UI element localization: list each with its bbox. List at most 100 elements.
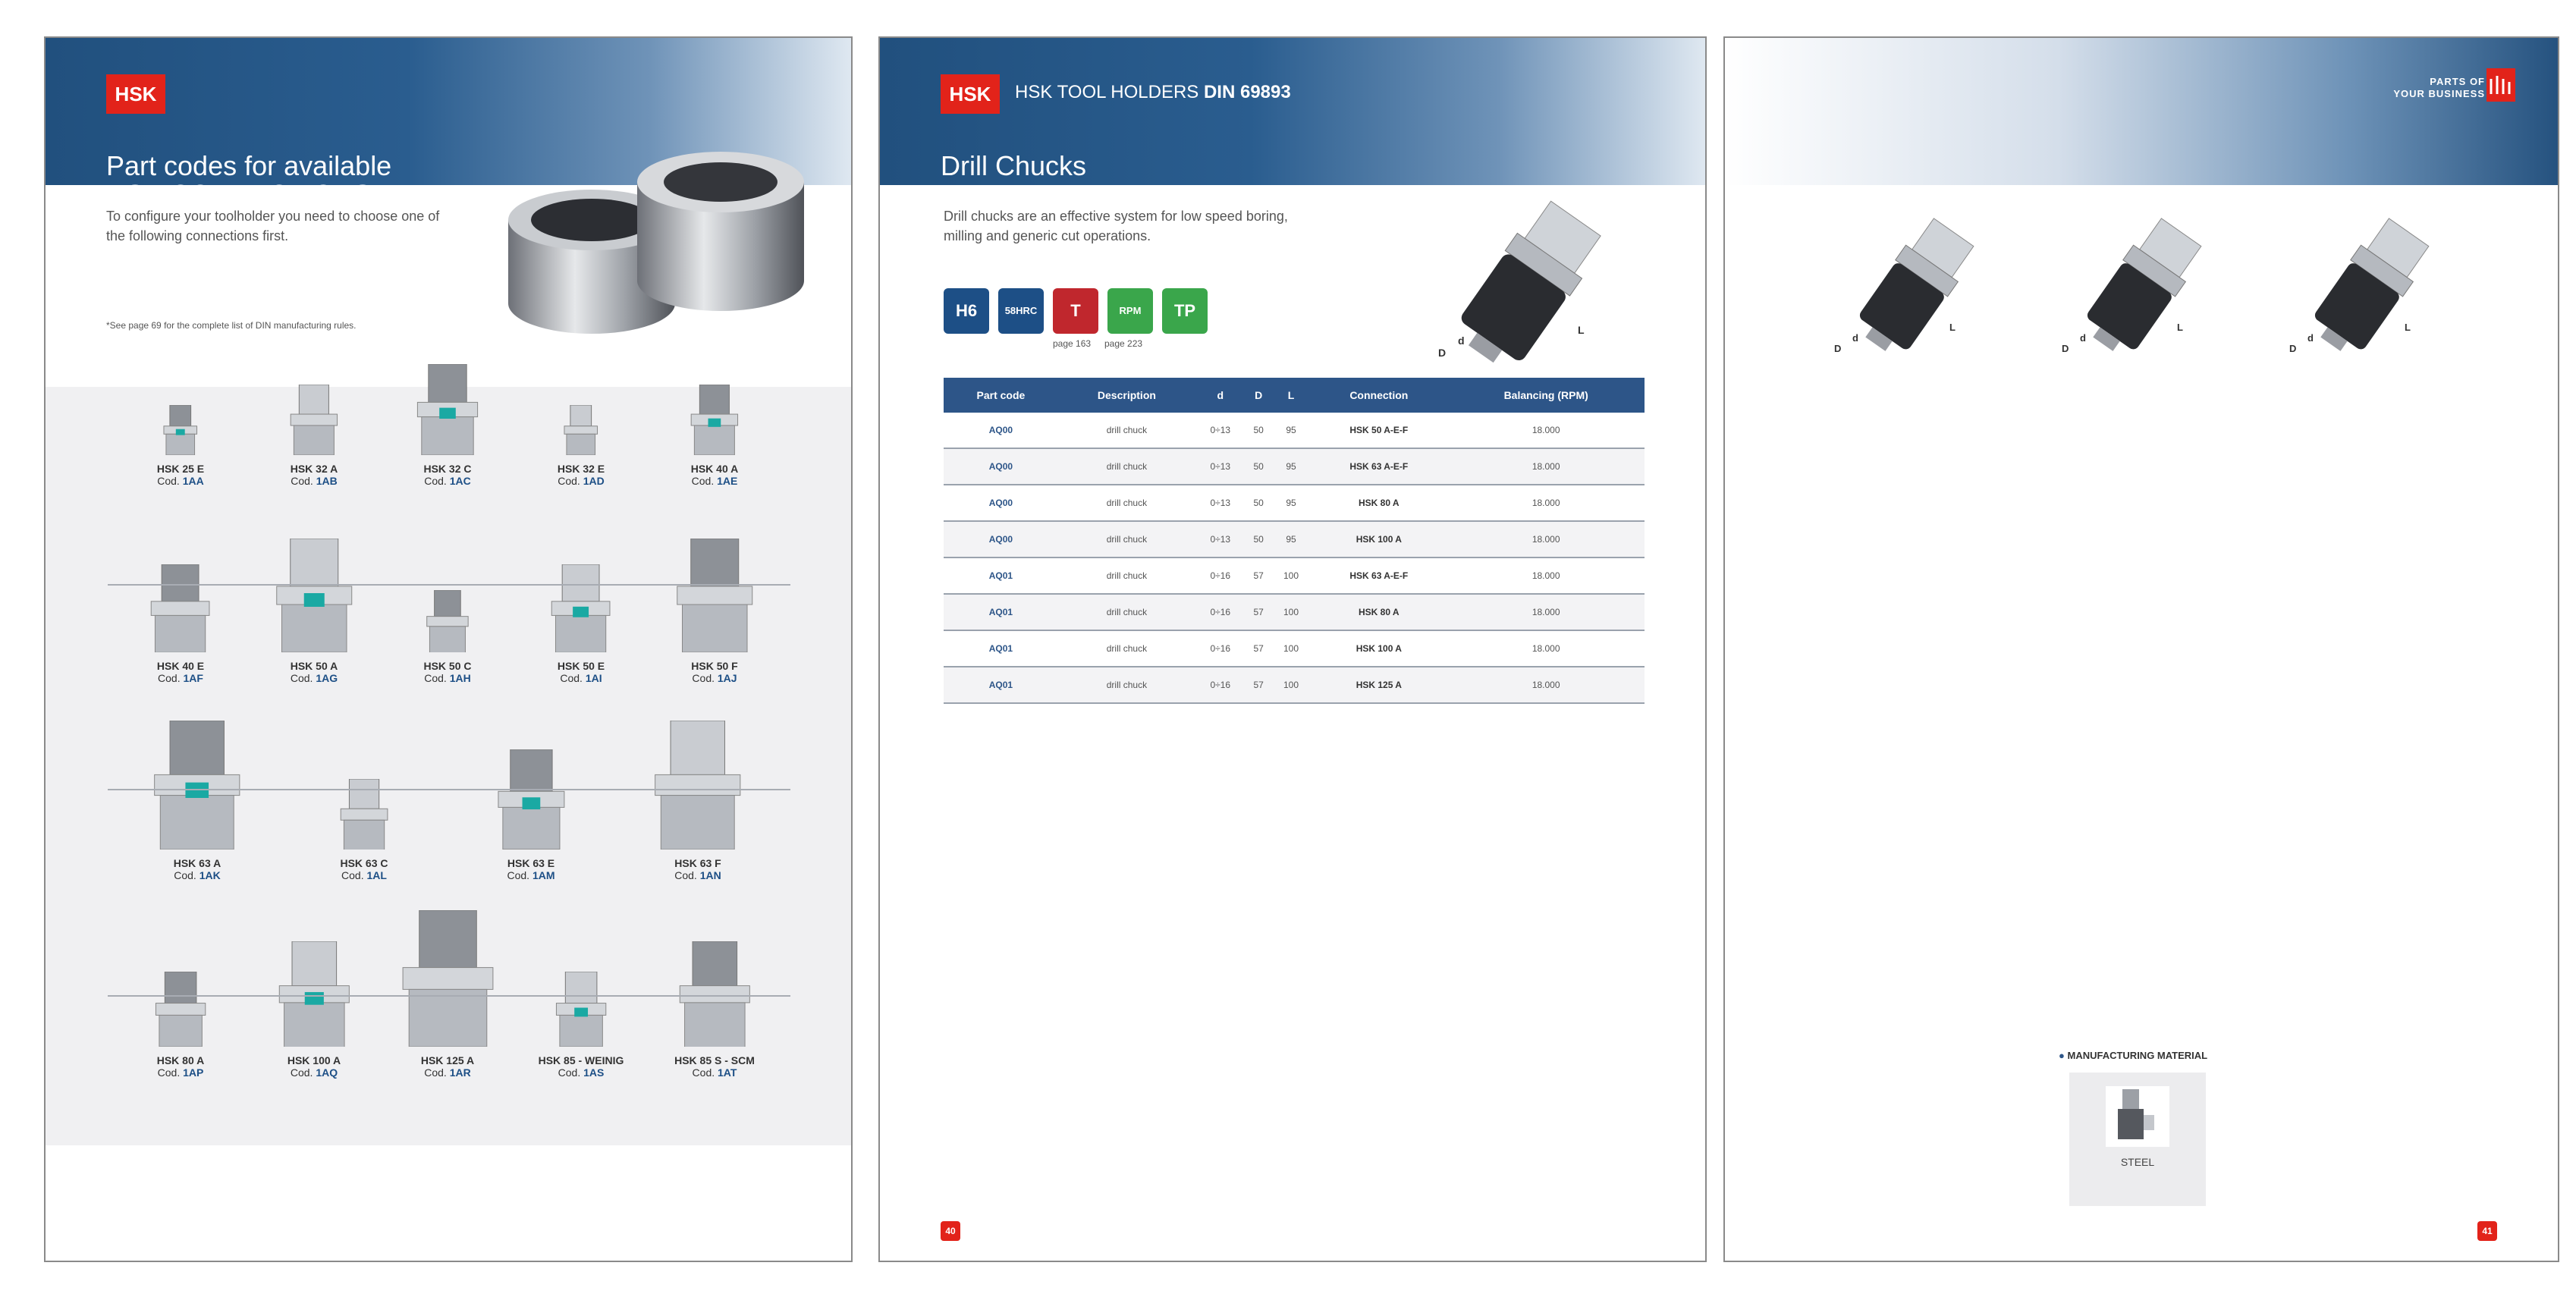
svg-text:D: D [2289, 343, 2296, 354]
drill-chuck-image: L D d [1438, 200, 1601, 363]
header-band [1725, 38, 2558, 185]
table-cell: AQ00 [944, 485, 1058, 522]
hsk-connection-icon [290, 385, 338, 455]
hsk-connection-icon [655, 721, 741, 850]
connection-code: Cod. 1AM [507, 869, 555, 881]
connection-name: HSK 32 C [423, 463, 472, 475]
connection-name: HSK 125 A [420, 1054, 475, 1066]
connection-name: HSK 85 - WEINIG [538, 1054, 624, 1066]
table-header-cell: D [1245, 378, 1272, 413]
table-cell: HSK 100 A [1310, 521, 1448, 558]
table-cell: 95 [1271, 413, 1311, 449]
table-cell: AQ01 [944, 594, 1058, 631]
feature-icon: H6 [944, 288, 989, 334]
row-divider [108, 789, 790, 790]
svg-text:L: L [2405, 322, 2411, 333]
connection-code: Cod. 1AJ [692, 672, 737, 684]
company-logo [2486, 68, 2515, 102]
connection-name: HSK 63 F [674, 857, 721, 869]
section-header: HSK TOOL HOLDERS DIN 69893 [1015, 82, 1291, 103]
table-cell: drill chuck [1057, 594, 1195, 631]
dim-L: L [1578, 324, 1585, 336]
table-cell: 18.000 [1447, 594, 1645, 631]
row-divider [108, 995, 790, 997]
connection-code: Cod. 1AI [560, 672, 602, 684]
drill-chuck-image: LDd [2062, 218, 2202, 354]
intro-text: Drill chucks are an effective system for… [944, 209, 1288, 243]
table-cell: HSK 100 A [1310, 630, 1448, 667]
hsk-connection-icon [340, 778, 388, 850]
hsk-connection-icon [679, 941, 750, 1047]
table-cell: 57 [1245, 667, 1272, 704]
material-heading: ● MANUFACTURING MATERIAL [2059, 1050, 2207, 1061]
connection-code: Cod. 1AK [174, 869, 221, 881]
svg-text:d: d [2307, 332, 2314, 344]
connection-name: HSK 32 E [557, 463, 605, 475]
table-cell: 100 [1271, 667, 1311, 704]
icon-ref-1: page 163 [1053, 338, 1092, 349]
table-cell: 0÷13 [1195, 521, 1246, 558]
connection-code: Cod. 1AH [424, 672, 471, 684]
table-cell: 100 [1271, 594, 1311, 631]
logo-mark-icon [2490, 76, 2511, 94]
table-cell: 50 [1245, 485, 1272, 522]
hsk-connection-icon [690, 385, 739, 455]
hsk-connection-icon [555, 972, 607, 1047]
table-cell: AQ01 [944, 557, 1058, 595]
table-header-cell: d [1195, 378, 1246, 413]
connection-code: Cod. 1AT [692, 1066, 737, 1079]
hsk-connection-icon [402, 910, 493, 1047]
footnote: *See page 69 for the complete list of DI… [106, 320, 357, 331]
table-cell: HSK 63 A-E-F [1310, 557, 1448, 595]
page-title-line1: Part codes for available [106, 150, 392, 181]
page-number: 41 [2477, 1221, 2497, 1241]
steel-sample-image [2106, 1086, 2169, 1147]
connection-code: Cod. 1AS [558, 1066, 605, 1079]
connection-name: HSK 25 E [156, 463, 205, 475]
hsk-connection-icon [416, 364, 479, 455]
table-cell: HSK 50 A-E-F [1310, 413, 1448, 449]
icon-ref-2: page 223 [1104, 338, 1143, 349]
table-cell: drill chuck [1057, 413, 1195, 449]
connection-name: HSK 80 A [156, 1054, 205, 1066]
table-cell: 0÷13 [1195, 485, 1246, 522]
page-number: 40 [941, 1221, 960, 1241]
table-cell: drill chuck [1057, 667, 1195, 704]
connection-code: Cod. 1AB [291, 475, 338, 487]
hsk-connection-icon [163, 405, 198, 455]
hsk-connection-icon [155, 972, 206, 1047]
table-header-cell: Description [1057, 378, 1195, 413]
material-heading-text: MANUFACTURING MATERIAL [2067, 1050, 2208, 1061]
dim-D: D [1438, 347, 1446, 359]
hsk-connection-icon [551, 564, 611, 652]
svg-text:d: d [1852, 332, 1858, 344]
table-cell: AQ01 [944, 630, 1058, 667]
table-cell: HSK 125 A [1310, 667, 1448, 704]
table-header-cell: Connection [1310, 378, 1448, 413]
table-header-cell: Part code [944, 378, 1058, 413]
page-drill-chucks: HSK HSK TOOL HOLDERS DIN 69893 Drill Chu… [878, 36, 1707, 1262]
hsk-connection-photo [508, 152, 804, 334]
table-cell: 18.000 [1447, 667, 1645, 704]
connection-code: Cod. 1AQ [290, 1066, 338, 1079]
connection-name: HSK 50 A [290, 660, 338, 672]
table-cell: 0÷16 [1195, 667, 1246, 704]
page-title: Drill Chucks [941, 150, 1087, 181]
table-cell: 57 [1245, 557, 1272, 595]
table-cell: AQ01 [944, 667, 1058, 704]
hsk-connection-icon [677, 539, 752, 652]
connection-name: HSK 63 A [173, 857, 221, 869]
table-cell: AQ00 [944, 448, 1058, 485]
